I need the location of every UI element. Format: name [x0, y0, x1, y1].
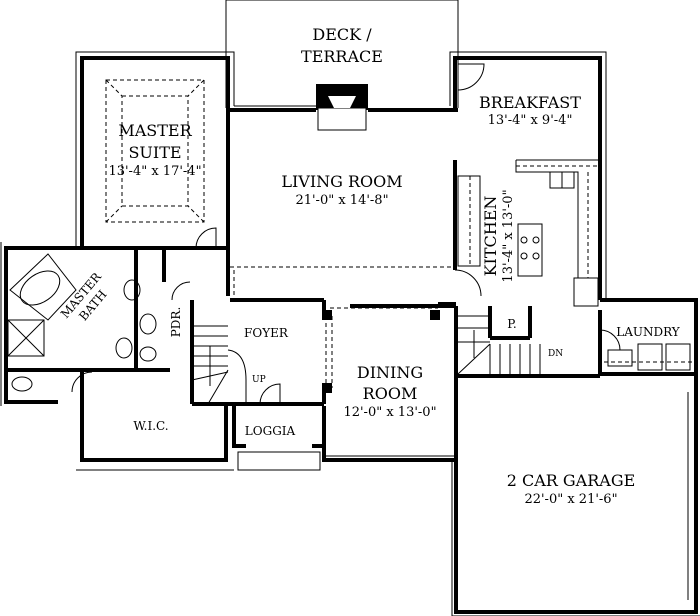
stairs-basement: DN — [457, 315, 563, 375]
room-dividers — [230, 266, 455, 388]
stair-up-label: UP — [252, 375, 266, 385]
fireplace — [316, 84, 368, 131]
terrace-label: TERRACE — [301, 47, 383, 66]
dining-room-label-1: DINING — [357, 363, 423, 382]
breakfast-dims: 13'-4" x 9'-4" — [488, 113, 573, 128]
doors — [71, 63, 621, 405]
wic-label: W.I.C. — [133, 419, 168, 433]
master-suite-label-1: MASTER — [118, 121, 192, 140]
kitchen-label: KITCHEN — [481, 196, 500, 277]
deck-label: DECK / — [312, 25, 372, 44]
kitchen-dims: 13'-4" x 13'-0" — [501, 189, 516, 282]
foyer-label: FOYER — [244, 326, 289, 340]
master-suite-label-2: SUITE — [128, 143, 181, 162]
exterior-walls — [0, 51, 700, 616]
room-labels: MASTER SUITE 13'-4" x 17'-4" LIVING ROOM… — [58, 93, 681, 507]
laundry-appliances — [604, 343, 694, 371]
interior-walls — [6, 246, 532, 406]
breakfast-label: BREAKFAST — [479, 93, 581, 112]
pantry-label: P. — [507, 317, 516, 331]
bath-fixtures — [7, 253, 157, 392]
dining-room-dims: 12'-0" x 13'-0" — [343, 405, 436, 420]
stairs-main: UP — [191, 325, 266, 405]
living-room-dims: 21'-0" x 14'-8" — [295, 193, 388, 208]
master-suite-dims: 13'-4" x 17'-4" — [108, 164, 201, 179]
garage-dims: 22'-0" x 21'-6" — [524, 492, 617, 507]
laundry-label: LAUNDRY — [616, 325, 681, 339]
powder-room-label: PDR. — [169, 307, 183, 338]
loggia-label: LOGGIA — [245, 424, 296, 438]
dining-room-label-2: ROOM — [363, 384, 418, 403]
living-room-label: LIVING ROOM — [281, 172, 402, 191]
deck-terrace: DECK / TERRACE — [225, 0, 459, 108]
stair-down-label: DN — [548, 349, 563, 359]
kitchen-counters — [457, 159, 599, 307]
tray-ceiling — [105, 79, 205, 223]
garage-label: 2 CAR GARAGE — [507, 471, 636, 490]
